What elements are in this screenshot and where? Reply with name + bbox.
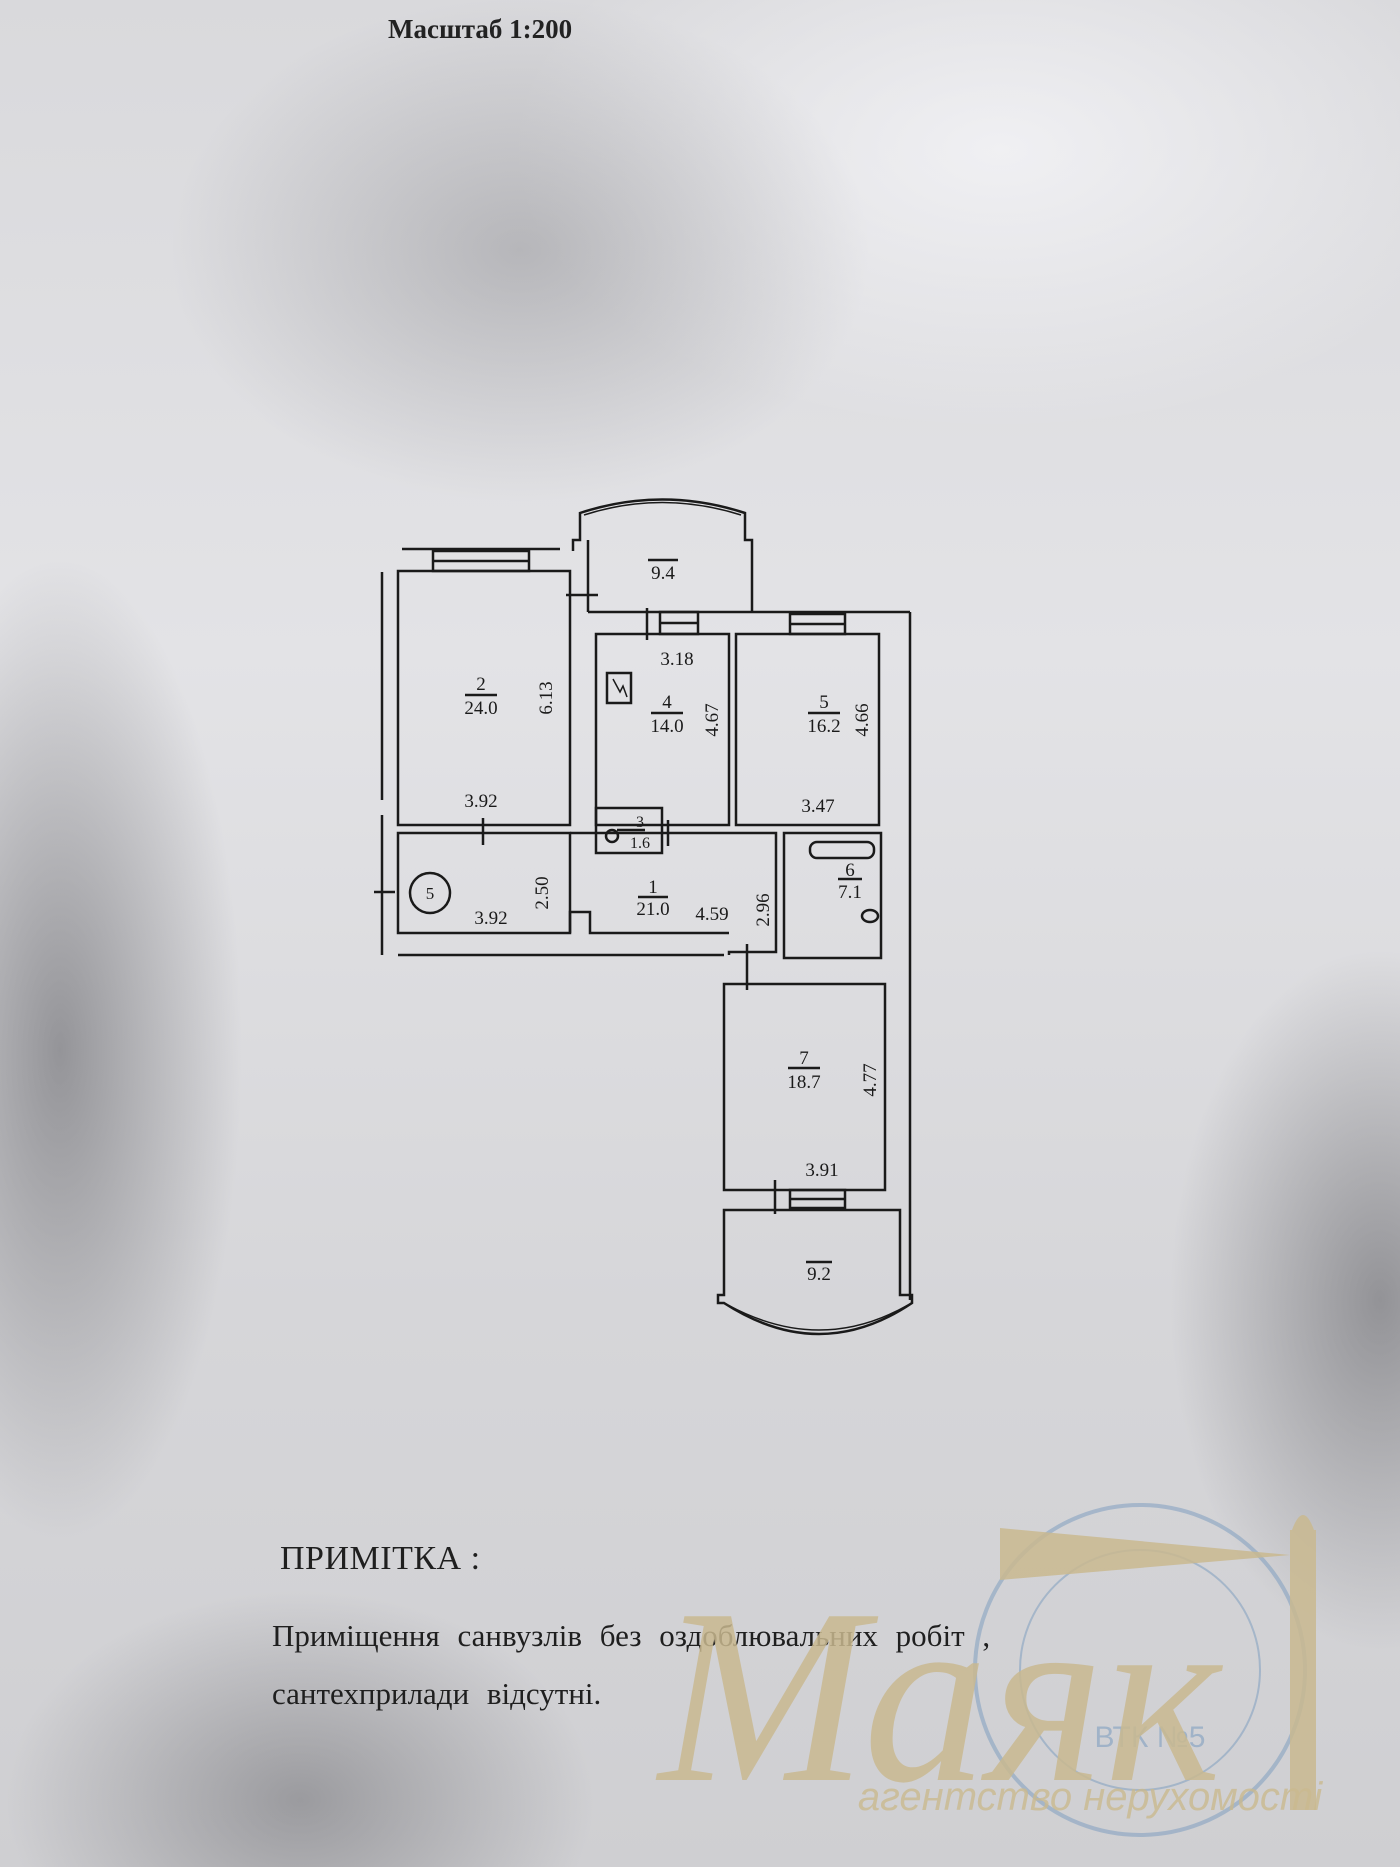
- room-1-number: 1: [648, 877, 658, 898]
- dim-room4-height: 4.67: [702, 703, 723, 736]
- dim-corridor-width: 3.92: [474, 908, 507, 929]
- note-title: ПРИМІТКА :: [280, 1540, 481, 1577]
- circle-marker: [408, 871, 452, 915]
- room-5-number: 5: [819, 692, 829, 713]
- toilet-icon: [604, 828, 620, 844]
- dim-room4-width: 3.18: [660, 649, 693, 670]
- room-6-area: 7.1: [838, 882, 862, 903]
- dim-room7-height: 4.77: [860, 1063, 881, 1096]
- dim-corridor-height: 2.50: [532, 876, 553, 909]
- balcony-bottom-outline: [716, 1208, 914, 1336]
- room-4-number: 4: [662, 692, 672, 713]
- room-5-area: 16.2: [807, 716, 840, 737]
- balcony-bottom-area: 9.2: [807, 1264, 831, 1285]
- dim-hall-width: 4.59: [695, 904, 728, 925]
- dim-room7-width: 3.91: [805, 1160, 838, 1181]
- balcony-top-outline: [571, 498, 754, 612]
- room-2-area: 24.0: [464, 698, 497, 719]
- room-2-number: 2: [476, 674, 486, 695]
- note-text-line: сантехприлади відсутні.: [272, 1676, 602, 1711]
- plan-walls: [374, 498, 914, 1336]
- room-6-outline: [782, 831, 883, 960]
- room-3-outline: [594, 806, 664, 855]
- bathtub-icon: [808, 840, 876, 860]
- room-7-area: 18.7: [787, 1072, 820, 1093]
- circle-marker-label: 5: [426, 884, 435, 903]
- dim-room2-height: 6.13: [536, 681, 557, 714]
- dim-hall-height: 2.96: [753, 893, 774, 926]
- room-3-number: 3: [636, 814, 644, 831]
- note-text-line: Приміщення санвузлів без оздоблювальних …: [272, 1618, 991, 1653]
- balcony-top-area: 9.4: [651, 563, 675, 584]
- room-3-area: 1.6: [630, 835, 650, 852]
- dim-room5-height: 4.66: [852, 703, 873, 736]
- electric-panel-icon: [605, 671, 633, 705]
- room-1-outline: [570, 831, 778, 955]
- room-1-area: 21.0: [636, 899, 669, 920]
- room-7-number: 7: [799, 1048, 809, 1069]
- room-4-area: 14.0: [650, 716, 683, 737]
- dim-room5-width: 3.47: [801, 796, 834, 817]
- toilet-icon: [860, 908, 880, 924]
- scale-title: Масштаб 1:200: [388, 14, 573, 44]
- room-6-number: 6: [845, 860, 855, 881]
- dim-room2-width: 3.92: [464, 791, 497, 812]
